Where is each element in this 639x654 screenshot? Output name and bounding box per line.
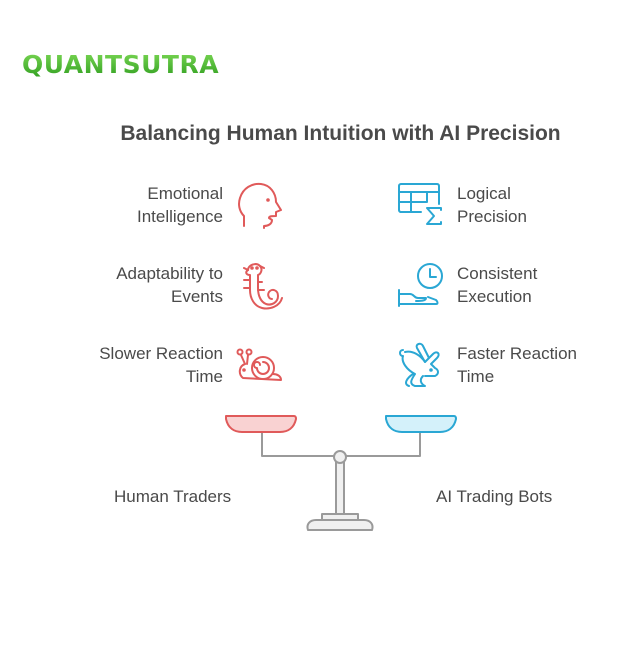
human-head-icon xyxy=(236,180,284,230)
scale-pillar xyxy=(335,461,345,519)
ai-pan xyxy=(385,415,457,433)
scale-pivot xyxy=(333,450,347,464)
hand-clock-icon xyxy=(396,262,446,308)
ai-trading-bots-label: AI Trading Bots xyxy=(436,487,553,506)
scale-beam xyxy=(261,431,421,457)
brand-logo: QUANTSUTRA xyxy=(22,50,220,79)
table-sigma-icon xyxy=(397,182,445,228)
human-traders-label: Human Traders xyxy=(114,487,232,506)
human-pan xyxy=(225,415,297,433)
balance-scale xyxy=(220,410,460,536)
snail-icon xyxy=(235,348,285,384)
page-title: Balancing Human Intuition with AI Precis… xyxy=(120,122,561,145)
rabbit-icon xyxy=(395,340,447,392)
salamander-icon xyxy=(236,260,284,312)
